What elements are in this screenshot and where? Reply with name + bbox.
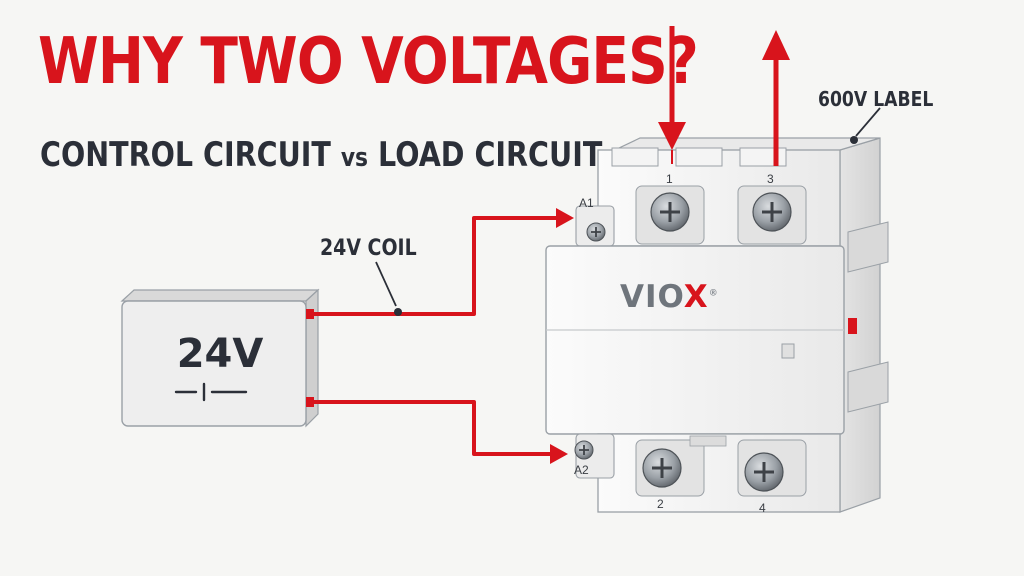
arrow-up-icon: [762, 30, 790, 166]
terminal-2-label: 2: [657, 497, 664, 511]
page-subtitle: CONTROL CIRCUIT vs LOAD CIRCUIT: [40, 138, 602, 172]
coil-terminal-a2-label: A2: [574, 463, 589, 477]
power-supply: [120, 288, 320, 428]
coil-leader-line: [375, 261, 402, 316]
arrow-right-icon: [550, 444, 568, 464]
psu-voltage-label: 24V: [176, 331, 264, 377]
subtitle-control: CONTROL CIRCUIT: [40, 135, 341, 175]
control-wire-a2: [312, 400, 552, 456]
page-title: WHY TWO VOLTAGES?: [38, 25, 699, 99]
coil-voltage-callout: 24V COIL: [320, 236, 417, 261]
terminal-2-screw: [642, 448, 682, 488]
control-wire-a1: [312, 216, 560, 316]
terminal-4-screw: [744, 452, 784, 492]
coil-terminal-a1-screw: [586, 222, 606, 242]
terminal-1-screw: [650, 192, 690, 232]
arrow-down-icon: [658, 26, 686, 164]
subtitle-vs: vs: [340, 143, 369, 173]
arrow-right-icon: [556, 208, 574, 228]
terminal-3-label: 3: [767, 172, 774, 186]
terminal-4-label: 4: [759, 501, 766, 515]
terminal-1-label: 1: [666, 172, 673, 186]
terminal-3-screw: [752, 192, 792, 232]
brand-lead: VIO: [620, 279, 684, 315]
brand-accent: X: [683, 279, 709, 315]
brand-logo: VIOX®: [620, 279, 719, 315]
trademark-symbol: ®: [708, 288, 719, 299]
rating-label-callout: 600V LABEL: [818, 87, 934, 111]
coil-terminal-a2-screw: [574, 440, 594, 460]
contactor: [545, 137, 889, 513]
subtitle-load: LOAD CIRCUIT: [368, 135, 603, 175]
coil-terminal-a1-label: A1: [579, 196, 594, 210]
label600-leader-line: [850, 107, 881, 144]
battery-symbol-icon: [174, 382, 248, 402]
